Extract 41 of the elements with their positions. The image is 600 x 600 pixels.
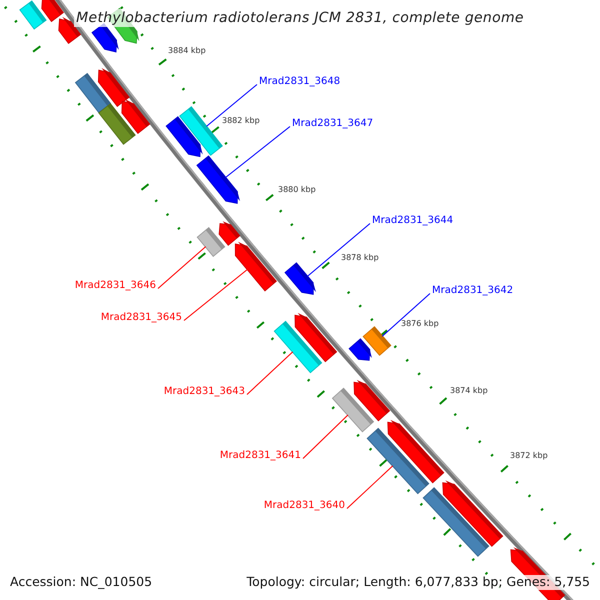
leader-line	[306, 223, 370, 277]
genome-summary-text: Topology: circular; Length: 6,077,833 bp; Genes: 5,755	[246, 575, 591, 590]
leader-line	[382, 293, 430, 337]
gene-label: Mrad2831_3644	[372, 216, 454, 226]
gene-block	[196, 227, 226, 257]
leader-line	[302, 414, 348, 459]
scale-label: 3872 kbp	[510, 452, 548, 460]
gene-label: Mrad2831_3640	[264, 501, 345, 511]
leader-line	[246, 351, 294, 395]
leader-line	[346, 465, 394, 509]
leader-line	[225, 126, 290, 178]
gene-feature	[284, 262, 316, 295]
gene-label: Mrad2831_3648	[259, 77, 340, 87]
gene-block	[19, 0, 47, 30]
gene-feature	[234, 242, 277, 292]
gene-feature	[196, 155, 240, 204]
scale-label: 3884 kbp	[168, 47, 206, 55]
gene-feature	[166, 116, 203, 158]
accession-text: Accession: NC_010505	[9, 575, 154, 590]
gene-block	[274, 320, 322, 374]
gene-block	[366, 428, 430, 494]
gene-label: Mrad2831_3642	[432, 286, 514, 296]
gene-label: Mrad2831_3643	[164, 387, 245, 397]
gene-block	[74, 72, 112, 114]
gene-block	[422, 487, 490, 557]
leader-line	[158, 246, 206, 289]
scale-label: 3880 kbp	[278, 186, 316, 194]
gene-label: Mrad2831_3641	[220, 451, 301, 461]
scale-label: 3874 kbp	[450, 387, 488, 395]
leader-line	[184, 268, 248, 321]
gene-label: Mrad2831_3645	[100, 313, 182, 323]
gene-block	[332, 388, 374, 432]
scale-label: 3882 kbp	[222, 117, 260, 125]
gene-feature	[348, 338, 372, 361]
scale-label: 3878 kbp	[341, 254, 379, 262]
gene-block	[98, 103, 136, 145]
scale-label: 3876 kbp	[401, 320, 439, 328]
gene-label: Mrad2831_3647	[292, 119, 374, 129]
gene-label: Mrad2831_3646	[74, 281, 156, 291]
map-title: Methylobacterium radiotolerans JCM 2831, complete genome	[74, 9, 526, 27]
leader-line	[206, 84, 258, 127]
